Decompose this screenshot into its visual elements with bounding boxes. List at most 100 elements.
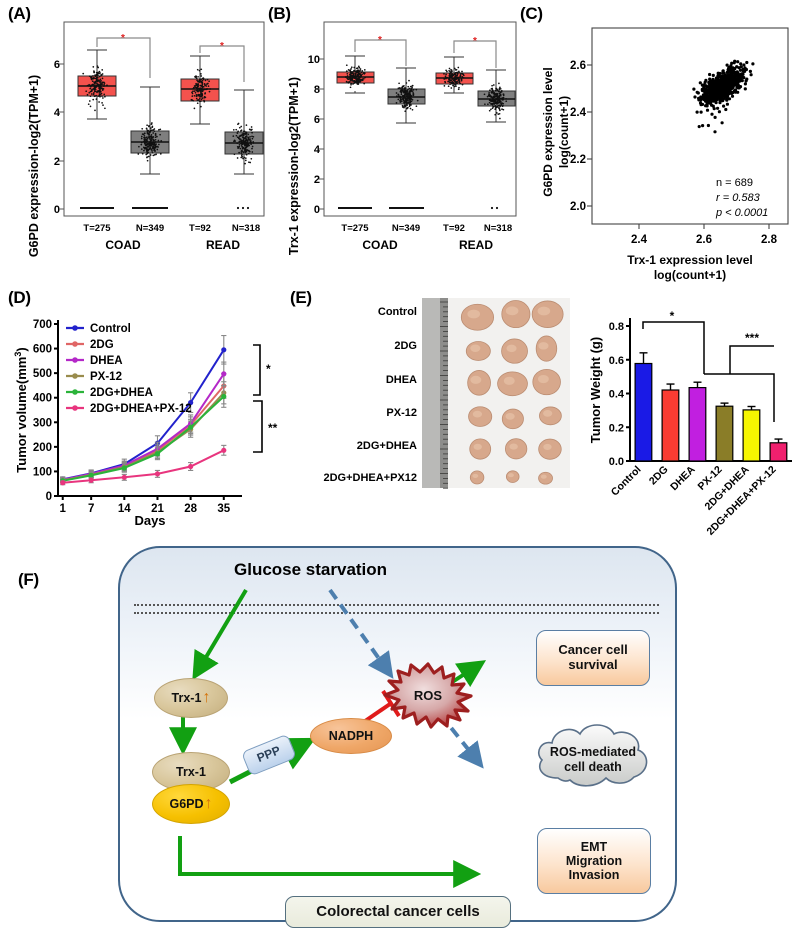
tumor-specimen: [505, 470, 520, 483]
panel-e-ytick: 0.4: [609, 389, 625, 401]
node-celldeath-line1: ROS-mediated: [550, 745, 636, 759]
panel-a-group-coad: COAD: [105, 238, 141, 252]
panel-b-chart: Trx-1 expression-log2(TPM+1) 0 2 4 6 8 1…: [282, 16, 522, 278]
legend-item-2dg-dhea-px-12[interactable]: 2DG+DHEA+PX-12: [66, 403, 192, 415]
panel-e-row-label-px12: PX-12: [386, 407, 417, 419]
panel-b-xlabel-coad-t: T=275: [341, 223, 369, 234]
legend-item-px-12[interactable]: PX-12: [66, 371, 122, 383]
tumor-specimen: [538, 438, 562, 460]
arrow-g6pd-to-emt: [178, 836, 482, 888]
panel-c-scatter-points: [692, 59, 755, 134]
legend-label: 2DG: [90, 339, 114, 351]
panel-b-xlabel-read-t: T=92: [443, 223, 465, 234]
panel-c-xtick-26: 2.6: [696, 234, 712, 246]
node-emt-line3: Invasion: [568, 868, 620, 882]
panel-c-ytick-24: 2.4: [570, 107, 587, 119]
tumor-specimen: [465, 341, 491, 361]
panel-label-b: (B): [268, 4, 291, 23]
node-g6pd-label: G6PD: [169, 797, 204, 811]
tumor-specimen: [467, 370, 491, 396]
panel-e-row-label-2dg-dhea: 2DG+DHEA: [356, 440, 417, 452]
panel-d-xtick: 35: [217, 503, 230, 515]
node-colorectal-cancer-cells: Colorectal cancer cells: [285, 896, 511, 928]
node-survival-line1: Cancer cell: [558, 642, 628, 658]
panel-c-ytick-20: 2.0: [570, 201, 586, 213]
panel-b-ytick-10: 10: [308, 54, 320, 66]
membrane-line-outer: [134, 604, 659, 606]
panel-a-sig-bracket-coad: [96, 37, 151, 78]
panel-c-xtick-28: 2.8: [761, 234, 778, 246]
panel-label-f: (F): [18, 570, 39, 589]
panel-b-sig-bracket-read: [453, 40, 497, 68]
tumor-specimens: [460, 300, 564, 485]
panel-b-ytick-0: 0: [314, 204, 320, 216]
panel-a-xlabel-coad-n: N=349: [136, 223, 164, 234]
panel-a-ylabel-group: G6PD expression-log2(TPM+1): [27, 75, 41, 257]
panel-c-stat-p: p < 0.0001: [715, 207, 768, 219]
panel-d-ytick: 0: [46, 491, 52, 503]
ruler-icon: [422, 298, 448, 489]
panel-e-sig-bracket-2: [704, 345, 775, 422]
up-arrow-icon-trx1: ↑: [202, 689, 211, 706]
tumor-specimen: [460, 303, 495, 331]
panel-a-xlabels: T=275 N=349 T=92 N=318 COAD READ: [83, 223, 260, 252]
panel-d-ylabel: Tumor volume(mm3): [13, 347, 29, 472]
node-nadph-label: NADPH: [328, 729, 374, 743]
node-ros: ROS: [382, 662, 474, 729]
panel-b-ylabel: Trx-1 expression-log2(TPM+1): [287, 77, 301, 255]
tumor-specimen: [501, 338, 528, 364]
legend-label: DHEA: [90, 355, 123, 367]
panel-e-row-label-control: Control: [377, 306, 417, 318]
legend-item-control[interactable]: Control: [66, 323, 131, 335]
panel-a-svg: G6PD expression-log2(TPM+1) 0 2 4 6: [27, 21, 265, 257]
panel-a-chart: G6PD expression-log2(TPM+1) 0 2 4 6: [22, 16, 272, 278]
series-2dg-dhea-px-12: [60, 444, 227, 486]
panel-e-bars: [634, 352, 788, 462]
node-celldeath-line2: cell death: [564, 760, 622, 774]
panel-c-yticks: 2.0 2.2 2.4 2.6: [570, 60, 587, 213]
legend-label: 2DG+DHEA: [90, 387, 153, 399]
panel-a-xlabel-read-t: T=92: [189, 223, 211, 234]
legend-item-2dg[interactable]: 2DG: [66, 339, 114, 351]
panel-e-row-label-triple: 2DG+DHEA+PX12: [323, 472, 417, 484]
legend-item-2dg-dhea[interactable]: 2DG+DHEA: [66, 387, 153, 399]
panel-b-xlabel-coad-n: N=349: [392, 223, 420, 234]
bar-dhea: [688, 381, 707, 462]
panel-a-yticks: 0 2 4 6: [54, 59, 61, 216]
panel-c-xtick-24: 2.4: [631, 234, 648, 246]
panel-b-jitter-points: [344, 64, 508, 120]
legend-item-dhea[interactable]: DHEA: [66, 355, 123, 367]
panel-label-a: (A): [8, 4, 31, 23]
node-trx1-upregulated: Trx-1↑: [154, 678, 228, 718]
arrow-starvation-to-ros: [328, 588, 394, 679]
legend-label: Control: [90, 323, 131, 335]
panel-e-ytick: 0.0: [609, 456, 624, 468]
node-ros-mediated-cell-death: ROS-mediated cell death: [528, 720, 658, 792]
panel-b-plot-frame: [323, 21, 517, 217]
panel-c-stat-r: r = 0.583: [716, 192, 761, 204]
tumor-specimen: [531, 300, 564, 328]
panel-b-yticks: 0 2 4 6 8 10: [308, 54, 321, 216]
panel-f-title: Glucose starvation: [234, 560, 388, 579]
node-trx1-upregulated-label: Trx-1: [171, 691, 202, 705]
bar-2dg-dhea-px-12: [769, 438, 788, 462]
panel-a-sig-star-read: *: [220, 41, 224, 52]
tumor-specimen: [535, 335, 558, 362]
panel-e-bar-yticks: 0.00.20.40.60.8: [609, 321, 630, 468]
arrow-starvation-to-trx1: [192, 588, 248, 681]
panel-a-tickmarks: [59, 63, 64, 210]
legend-label: 2DG+DHEA+PX-12: [90, 403, 192, 415]
panel-d-ytick: 100: [33, 466, 52, 478]
panel-label-d: (D): [8, 288, 31, 307]
node-g6pd: G6PD↑: [152, 784, 230, 824]
panel-e-photo-svg: [422, 298, 570, 489]
panel-d-sig-bracket-2: [253, 400, 263, 453]
panel-e-sig-star-1: *: [670, 309, 675, 323]
panel-e-bar-xlabel: Control: [609, 464, 644, 499]
panel-c-stats: n = 689 r = 0.583 p < 0.0001: [715, 177, 768, 219]
panel-c-xticks: 2.4 2.6 2.8: [631, 234, 778, 246]
panel-d-xtick: 1: [60, 503, 67, 515]
panel-d-sig-bracket-1: [253, 344, 261, 396]
panel-d-ytick: 500: [33, 368, 52, 380]
